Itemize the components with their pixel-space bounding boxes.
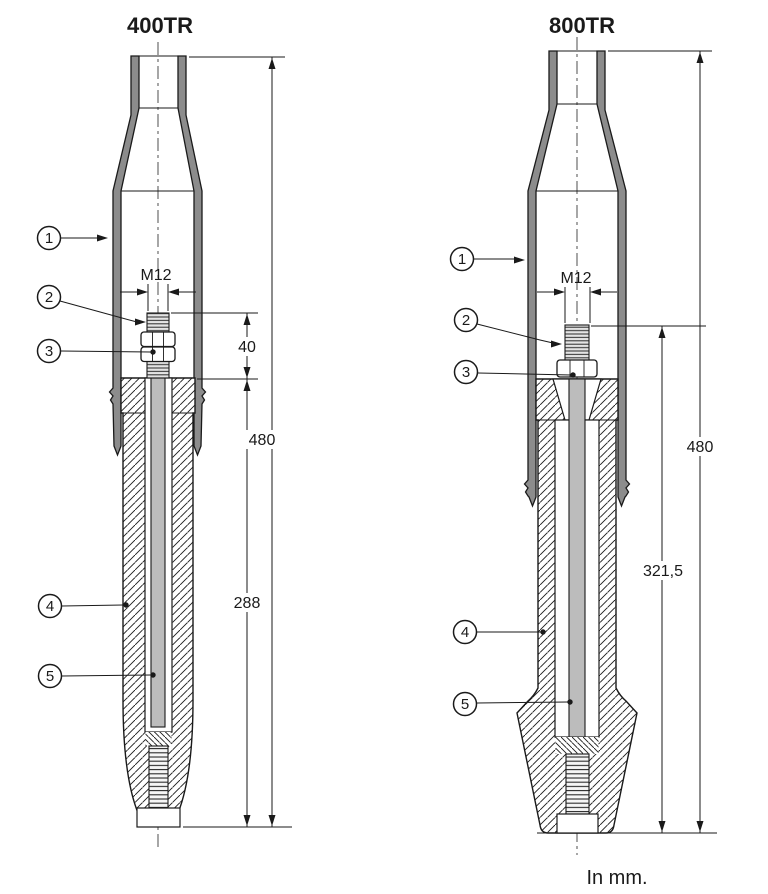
stud-threads-lower bbox=[146, 360, 170, 379]
balloon-4-label: 4 bbox=[46, 598, 54, 615]
balloon-5: 5 bbox=[37, 663, 156, 689]
balloon-1-label: 1 bbox=[458, 251, 466, 268]
dim-40-label: 40 bbox=[238, 339, 256, 356]
arrowhead bbox=[168, 288, 179, 296]
dim-288: 288 bbox=[228, 379, 266, 827]
stud-threads bbox=[564, 324, 590, 362]
threaded-stud bbox=[556, 324, 598, 378]
nut-upper bbox=[140, 331, 176, 348]
balloon-2: 2 bbox=[36, 284, 146, 326]
arrowhead bbox=[554, 288, 565, 296]
rod-seat-cone bbox=[145, 732, 172, 746]
stud-threads-upper bbox=[146, 312, 170, 333]
tube-wall-left bbox=[108, 55, 140, 457]
diagram-title-400tr: 400TR bbox=[127, 13, 193, 38]
internal-thread-socket bbox=[148, 745, 169, 809]
balloon-3-label: 3 bbox=[462, 364, 470, 381]
balloon-1-label: 1 bbox=[45, 230, 53, 247]
dim-321-5-label: 321,5 bbox=[643, 563, 683, 580]
balloon-1: 1 bbox=[449, 246, 525, 272]
tube-walls bbox=[523, 50, 631, 508]
balloon-4: 4 bbox=[452, 619, 546, 645]
balloon-5: 5 bbox=[452, 691, 573, 717]
balloon-3-label: 3 bbox=[45, 343, 53, 360]
dim-480-left: 480 bbox=[243, 57, 283, 827]
balloon-5-label: 5 bbox=[46, 668, 54, 685]
internal-thread-socket bbox=[565, 753, 590, 815]
nut bbox=[556, 359, 598, 378]
dim-480-label: 480 bbox=[687, 439, 714, 456]
tube-walls bbox=[108, 55, 207, 457]
balloon-2-label: 2 bbox=[462, 312, 470, 329]
tube-wall-right bbox=[596, 50, 631, 508]
balloon-2: 2 bbox=[453, 307, 562, 348]
dim-40: 40 bbox=[233, 313, 261, 379]
balloon-3: 3 bbox=[453, 359, 576, 385]
m12-dimension: M12 bbox=[537, 270, 617, 323]
dim-321-5: 321,5 bbox=[638, 326, 688, 833]
balloon-2-label: 2 bbox=[45, 289, 53, 306]
thread-size-label: M12 bbox=[560, 270, 591, 287]
balloon-1: 1 bbox=[36, 225, 108, 251]
tube-wall-left bbox=[523, 50, 558, 508]
m12-dimension: M12 bbox=[120, 267, 196, 311]
balloon-3: 3 bbox=[36, 338, 156, 364]
diagram-800tr: 800TR bbox=[449, 13, 719, 855]
arrowhead bbox=[590, 288, 601, 296]
end-block bbox=[556, 813, 599, 834]
dim-288-label: 288 bbox=[234, 595, 261, 612]
tie-rod bbox=[568, 378, 586, 738]
dim-480-label: 480 bbox=[249, 432, 276, 449]
units-label: In mm. bbox=[586, 867, 647, 889]
rod-seat-cone bbox=[555, 737, 599, 754]
diagram-400tr: 400TR bbox=[36, 13, 292, 850]
diagram-title-800tr: 800TR bbox=[549, 13, 615, 38]
arrowhead bbox=[137, 288, 148, 296]
balloon-4: 4 bbox=[37, 593, 129, 619]
balloon-5-label: 5 bbox=[461, 696, 469, 713]
balloon-4-label: 4 bbox=[461, 624, 469, 641]
dim-480-right: 480 bbox=[681, 51, 719, 833]
nut-lower bbox=[140, 346, 176, 363]
threaded-stud bbox=[140, 312, 176, 379]
tube-wall-right bbox=[177, 55, 207, 457]
thread-size-label: M12 bbox=[140, 267, 171, 284]
end-block bbox=[136, 807, 181, 828]
